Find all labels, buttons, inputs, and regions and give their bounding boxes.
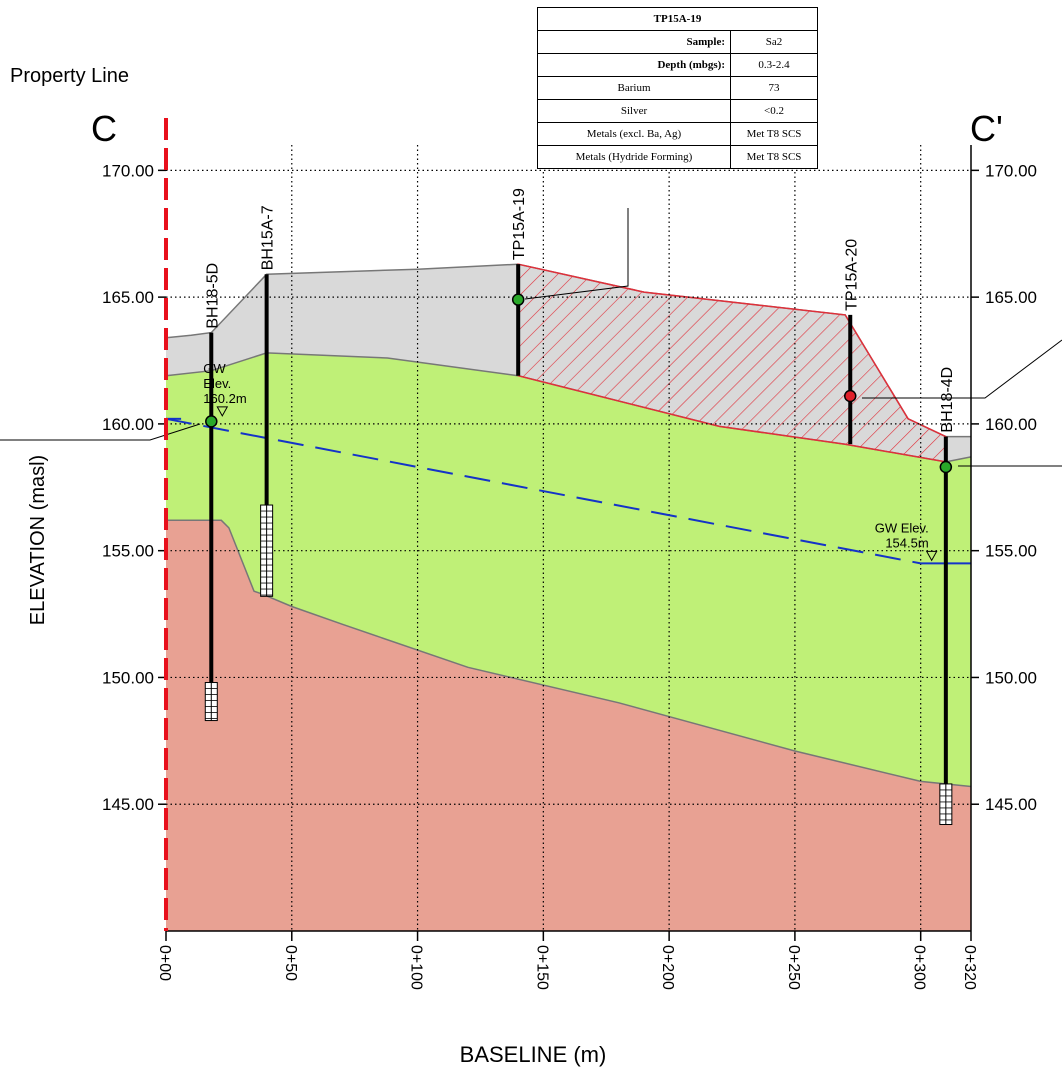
- y-tick-label: 145.00: [102, 795, 154, 814]
- x-tick-label: 0+100: [408, 945, 425, 990]
- sample-point-marker: [939, 460, 953, 474]
- parameter-value: <0.2: [730, 99, 818, 123]
- section-end-label: C': [970, 108, 1003, 149]
- gw-elevation-label: 154.5m: [885, 535, 928, 550]
- depth-value: 0.3-2.4: [730, 53, 818, 77]
- y-tick-label-right: 155.00: [985, 542, 1037, 561]
- gw-elevation-label: GW Elev.: [875, 520, 929, 535]
- layer-boundary: [166, 519, 972, 788]
- sample-value: Sa2: [730, 30, 818, 54]
- property-line-label: Property Line: [10, 65, 129, 87]
- sample-label: Sample:: [537, 30, 731, 54]
- y-tick-label-right: 165.00: [985, 288, 1037, 307]
- table-title: TP15A-19: [537, 7, 818, 31]
- leader-lines: [0, 208, 1062, 467]
- x-tick-label: 0+320: [961, 945, 978, 990]
- y-tick-label: 165.00: [102, 288, 154, 307]
- sample-point-marker: [844, 389, 857, 403]
- layer-lower-soil: [166, 520, 971, 931]
- y-tick-label-right: 150.00: [985, 668, 1037, 687]
- soil-layers: [165, 263, 972, 931]
- parameter-name: Barium: [537, 76, 731, 100]
- parameter-value: 73: [730, 76, 818, 100]
- y-tick-label: 155.00: [102, 542, 154, 561]
- borehole-label: BH18-5D: [204, 263, 221, 329]
- plot-axes: 170.00 170.00 165.00 165.00 160.00 160.00 155.…: [102, 145, 1037, 990]
- gw-elevation-label: Elev.: [203, 376, 231, 391]
- sample-point-marker: [205, 415, 218, 428]
- x-tick-label: 0+250: [785, 945, 802, 990]
- x-tick-label: 0+150: [533, 945, 550, 990]
- x-axis-title: BASELINE (m): [460, 1042, 607, 1067]
- leader-line-table: [524, 208, 629, 300]
- parameter-name: Metals (Hydride Forming): [537, 145, 731, 169]
- y-tick-label-right: 145.00: [985, 795, 1037, 814]
- parameter-name: Silver: [537, 99, 731, 123]
- section-start-label: C: [91, 108, 117, 149]
- y-tick-label: 150.00: [102, 668, 154, 687]
- parameter-value: Met T8 SCS: [730, 145, 818, 169]
- x-tick-label: 0+00: [156, 945, 173, 981]
- borehole-label: BH15A-7: [260, 205, 277, 270]
- leader-line-tp15a-20: [862, 339, 1062, 399]
- parameter-name: Metals (excl. Ba, Ag): [537, 122, 731, 146]
- y-tick-label-right: 170.00: [985, 161, 1037, 180]
- y-axis-title: ELEVATION (masl): [27, 455, 49, 625]
- x-tick-label: 0+200: [659, 945, 676, 990]
- x-tick-label: 0+50: [282, 945, 299, 981]
- leader-line-left: [0, 423, 201, 441]
- y-tick-label-right: 160.00: [985, 415, 1037, 434]
- borehole-label: BH18-4D: [939, 367, 956, 433]
- sample-point-marker: [511, 293, 525, 306]
- y-tick-label: 160.00: [102, 415, 154, 434]
- parameter-value: Met T8 SCS: [730, 122, 818, 146]
- sample-results-table: TP15A-19 Sample: Sa2 Depth (mbgs): 0.3-2…: [537, 7, 818, 169]
- x-tick-label: 0+300: [911, 945, 928, 990]
- depth-label: Depth (mbgs):: [537, 53, 731, 77]
- gw-elevation-label: GW: [203, 361, 226, 376]
- plot-grid: [166, 145, 971, 931]
- borehole-label: TP15A-19: [511, 188, 528, 260]
- water-level-triangle-icon: [925, 550, 938, 562]
- gw-elevation-label: 160.2m: [203, 391, 246, 406]
- borehole-label: TP15A-20: [843, 239, 860, 311]
- groundwater-line: [165, 417, 921, 565]
- y-tick-label: 170.00: [102, 161, 154, 180]
- water-level-triangle-icon: [216, 406, 229, 417]
